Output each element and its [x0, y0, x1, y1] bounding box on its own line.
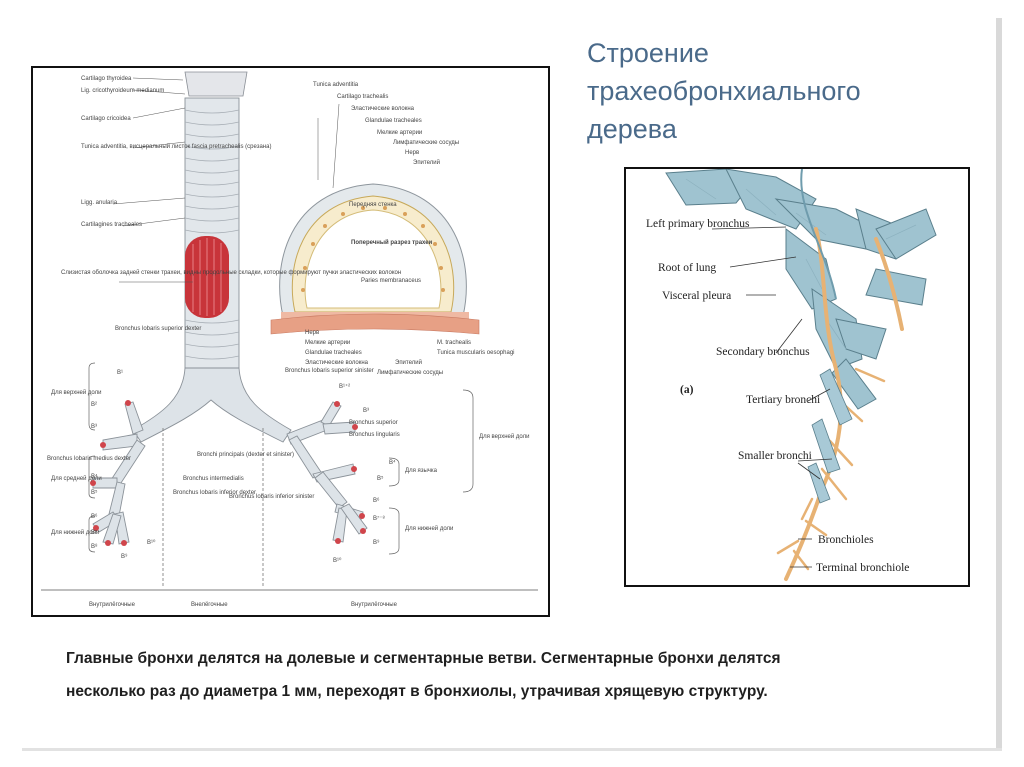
label-bronchus-lobaris-superior-dexter: Bronchus lobaris superior dexter	[115, 326, 201, 332]
label-anterior-wall: Передняя стенка	[349, 202, 397, 208]
slide-shadow-bottom	[22, 748, 1002, 751]
bronchial-tree-figure: Left primary bronchus Root of lung Visce…	[624, 167, 970, 587]
label-tunica-adventitia: Tunica adventitia, висцеральный листок f…	[81, 143, 271, 150]
label-bronchioles: Bronchioles	[818, 534, 874, 546]
label-panel-a: (a)	[680, 384, 694, 396]
label-extrapulmonary: Внелёгочные	[191, 602, 228, 608]
label-secondary-bronchus: Secondary bronchus	[716, 346, 810, 358]
segment-label: B⁴	[91, 473, 98, 480]
label-bronchus-superior: Bronchus superior	[349, 420, 398, 426]
segment-label: B¹⁰	[333, 557, 342, 564]
label-arteries-bottom: Мелкие артерии	[305, 340, 350, 346]
segment-label: B⁷	[91, 529, 97, 536]
caption-line-2: несколько раз до диаметра 1 мм, переходя…	[66, 683, 768, 700]
label-tunica-muscularis: Tunica muscularis oesophagi	[437, 350, 514, 356]
label-nerve: Нерв	[405, 150, 419, 156]
label-root-of-lung: Root of lung	[658, 262, 716, 274]
label-elastic-fibers: Эластические волокна	[351, 106, 415, 112]
label-epithelium-bottom: Эпителий	[395, 359, 422, 366]
title-line-2: трахеобронхиального	[587, 76, 861, 106]
label-middle-lobe-right: Для средней доли	[51, 475, 102, 482]
segment-label: B²	[91, 402, 97, 408]
label-lobaris-inferior-dexter: Bronchus lobaris inferior dexter	[173, 490, 256, 496]
slide-title: Строение трахеобронхиального дерева	[587, 34, 987, 148]
trachea-bronchi-figure: Cartilago thyroidea Lig. cricothyroideum…	[31, 66, 550, 617]
label-bronchi-principals: Bronchi principals (dexter et sinister)	[197, 452, 294, 458]
label-lobaris-inferior-sinister: Bronchus lobaris inferior sinister	[229, 494, 314, 500]
label-upper-lobe-right: Для верхней доли	[51, 389, 101, 396]
label-m-trachealis: M. trachealis	[437, 340, 471, 346]
label-cartilagines-tracheales: Cartilagines tracheales	[81, 222, 142, 228]
segment-label: B¹⁰	[147, 539, 156, 546]
label-tunica-adventitia-cs: Tunica adventitia	[313, 82, 359, 88]
label-terminal-bronchiole: Terminal bronchiole	[816, 562, 909, 574]
label-upper-lobe-left: Для верхней доли	[479, 433, 529, 440]
segment-label: B¹	[117, 370, 123, 376]
segment-label: B⁵	[91, 489, 98, 496]
label-lymph-bottom: Лимфатические сосуды	[377, 370, 443, 376]
slide-shadow-right	[996, 18, 1002, 750]
segment-label: B⁶	[91, 513, 98, 520]
label-intrapulmonary-left: Внутрилёгочные	[351, 602, 398, 608]
label-nerve-bottom: Нерв	[305, 330, 319, 336]
label-lymph-vessels: Лимфатические сосуды	[393, 140, 459, 146]
label-cross-section-title: Поперечный разрез трахеи	[351, 239, 433, 246]
title-line-3: дерева	[587, 114, 677, 144]
segment-label: B⁹	[373, 539, 380, 546]
label-bronchus-intermedialis: Bronchus intermedialis	[183, 476, 244, 482]
segment-label: B⁵	[377, 475, 384, 482]
segment-label: B⁷⁻⁸	[373, 515, 385, 522]
label-lobaris-superior-sinister: Bronchus lobaris superior sinister	[285, 368, 374, 374]
segment-label: B⁸	[91, 543, 98, 550]
caption-line-1: Главные бронхи делятся на долевые и сегм…	[66, 650, 781, 667]
trachea-bronchi-illustration: Cartilago thyroidea Lig. cricothyroideum…	[41, 71, 538, 608]
label-lower-lobe-left: Для нижней доли	[405, 525, 453, 532]
segment-label: B⁶	[373, 497, 380, 504]
bronchial-tree-illustration: Left primary bronchus Root of lung Visce…	[646, 169, 937, 581]
label-cartilago-trachealis: Cartilago trachealis	[337, 94, 388, 100]
label-elastic-bottom: Эластические волокна	[305, 360, 369, 366]
slide-caption: Главные бронхи делятся на долевые и сегм…	[66, 642, 966, 708]
label-tertiary-bronchi: Tertiary bronchi	[746, 394, 820, 406]
label-smaller-bronchi: Smaller bronchi	[738, 450, 812, 462]
label-lingula: Для язычка	[405, 468, 438, 474]
trachea-cross-section	[270, 183, 480, 335]
label-intrapulmonary-right: Внутрилёгочные	[89, 602, 136, 608]
label-lower-lobe-right: Для нижней доли	[51, 529, 99, 536]
label-mucosa: Слизистая оболочка задней стенки трахеи,…	[61, 269, 401, 276]
segment-label: B³	[91, 424, 97, 430]
segment-label: B⁹	[121, 553, 128, 560]
label-epithelium: Эпителий	[413, 159, 440, 166]
title-line-1: Строение	[587, 38, 709, 68]
label-paries-membranaceus: Paries membranaceus	[361, 278, 421, 284]
label-cartilago-thyroidea: Cartilago thyroidea	[81, 76, 132, 82]
label-visceral-pleura: Visceral pleura	[662, 290, 731, 302]
label-bronchus-lingularis: Bronchus lingularis	[349, 432, 400, 438]
segment-label: B³	[363, 408, 369, 414]
label-glands-bottom: Glandulae tracheales	[305, 350, 362, 356]
label-lobaris-medius-dexter: Bronchus lobaris medius dexter	[47, 456, 131, 462]
segment-label: B⁴	[389, 459, 396, 466]
label-glandulae-tracheales: Glandulae tracheales	[365, 118, 422, 124]
label-cartilago-cricoidea: Cartilago cricoidea	[81, 116, 131, 122]
label-left-primary-bronchus: Left primary bronchus	[646, 218, 750, 230]
label-small-arteries: Мелкие артерии	[377, 130, 422, 136]
label-ligg-anularia: Ligg. anularia	[81, 200, 118, 206]
segment-label: B¹⁺²	[339, 383, 350, 390]
label-lig-cricothyroideum: Lig. cricothyroideum medianum	[81, 88, 164, 94]
